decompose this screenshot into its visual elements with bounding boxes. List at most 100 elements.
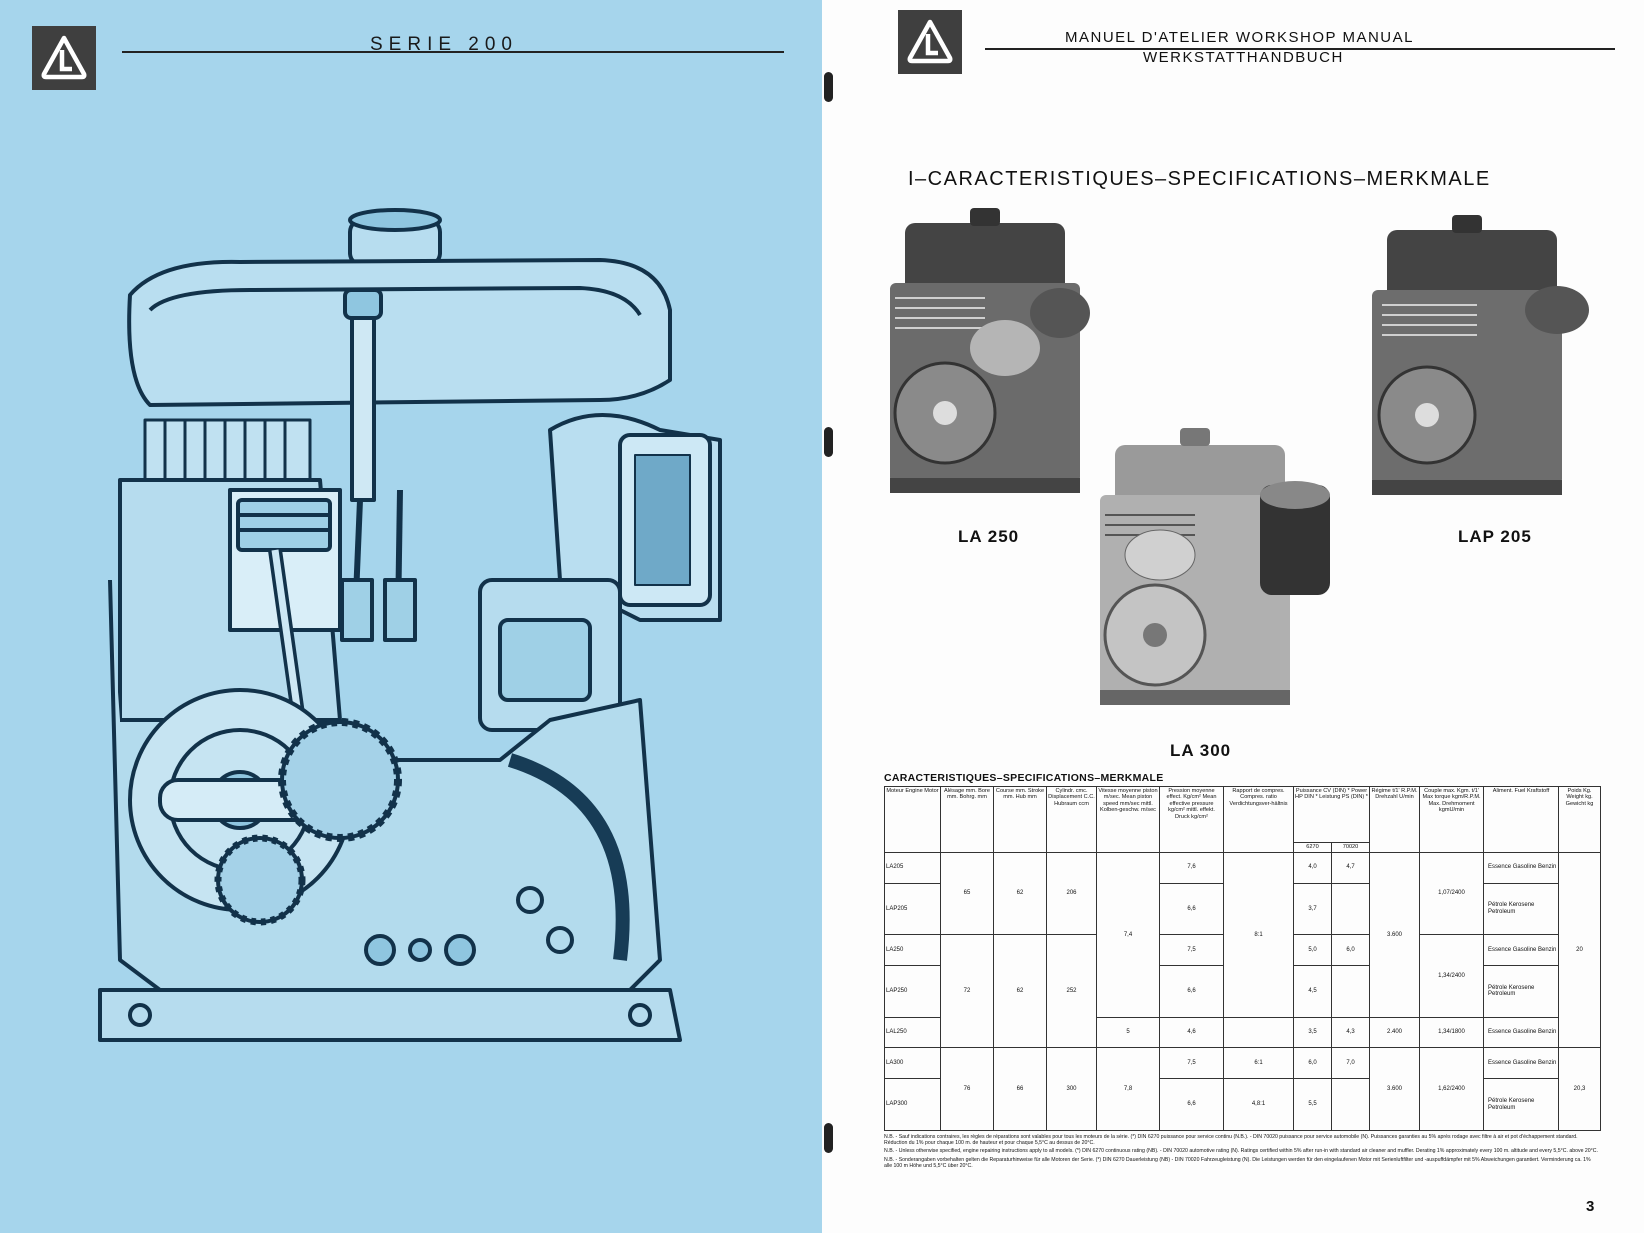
power-70020-cell xyxy=(1330,882,1371,936)
fuel-cell: Essence Gasoline Benzin xyxy=(1483,1016,1560,1049)
power-70020-cell: 7,0 xyxy=(1330,1047,1371,1080)
header-rule xyxy=(985,48,1615,50)
power-6270-cell: 5,0 xyxy=(1293,934,1332,967)
col-header-fuel: Aliment. Fuel Kraftstoff xyxy=(1483,786,1560,853)
pressure-cell: 6,6 xyxy=(1159,882,1224,936)
left-page: SERIE 200 xyxy=(0,0,822,1233)
weight-cell: 20 xyxy=(1558,851,1602,1049)
col-header-stroke: Course mm. Stroke mm. Hub mm xyxy=(993,786,1047,853)
fuel-cell: Pétrole Kerosene Petroleum xyxy=(1483,1078,1560,1131)
lombardini-logo xyxy=(898,10,962,74)
footnote-de: N.B. - Sonderangaben vorbehalten gelten … xyxy=(884,1156,1591,1169)
displacement-cell: 300 xyxy=(1046,1047,1097,1131)
section-title: I–CARACTERISTIQUES–SPECIFICATIONS–MERKMA… xyxy=(908,168,1491,190)
col-header-engine: Moteur Engine Motor xyxy=(884,786,941,853)
col-header-torque: Couple max. Kgm. t/1' Max torque kgm/R.P… xyxy=(1419,786,1485,853)
header-subtitle: WERKSTATTHANDBUCH xyxy=(1143,49,1344,66)
bore-cell: 72 xyxy=(940,934,994,1049)
binder-hole xyxy=(824,1123,833,1153)
weight-cell: 20,3 xyxy=(1558,1047,1602,1131)
binder-hole xyxy=(824,72,833,102)
header-title: MANUEL D'ATELIER WORKSHOP MANUAL xyxy=(1065,29,1414,46)
model-cell: LAP250 xyxy=(884,965,941,1018)
pressure-cell: 7,6 xyxy=(1159,852,1224,884)
rpm-cell: 3.600 xyxy=(1369,852,1421,1018)
table-row: LAL250 5 4,6 3,5 4,3 2.400 1,34/1800 Ess… xyxy=(884,1016,1601,1049)
ratio-cell xyxy=(1223,1016,1294,1049)
lombardini-logo xyxy=(32,26,96,90)
stroke-cell: 62 xyxy=(993,851,1047,936)
model-cell: LA300 xyxy=(884,1047,941,1080)
power-6270-cell: 5,5 xyxy=(1293,1078,1332,1131)
engine-cutaway-illustration xyxy=(98,208,722,1042)
model-cell: LAP205 xyxy=(884,882,941,936)
pressure-cell: 7,5 xyxy=(1159,1047,1224,1080)
piston-speed-cell: 7,8 xyxy=(1096,1047,1160,1131)
table-row: LAP300 6,6 4,8:1 5,5 Pétrole Kerosene Pe… xyxy=(884,1078,1601,1131)
ratio-cell: 8:1 xyxy=(1223,852,1294,1018)
fuel-cell: Pétrole Kerosene Petroleum xyxy=(1483,965,1560,1018)
col-header-ratio: Rapport de compres. Compres. ratio Verdi… xyxy=(1223,786,1294,853)
ratio-cell: 6:1 xyxy=(1223,1047,1294,1080)
pressure-cell: 6,6 xyxy=(1159,1078,1224,1131)
engine-photo-lap205 xyxy=(1372,215,1589,495)
engine-photo-la250 xyxy=(890,208,1090,493)
specifications-table: Moteur Engine Motor Alésage mm. Bore mm.… xyxy=(884,786,1602,1131)
header-rule xyxy=(122,51,784,53)
model-cell: LAL250 xyxy=(884,1016,941,1049)
col-header-weight: Poids Kg. Weight kg. Gewicht kg xyxy=(1558,786,1602,853)
power-70020-cell: 4,7 xyxy=(1330,852,1371,884)
pressure-cell: 7,5 xyxy=(1159,934,1224,967)
power-70020-cell: 4,3 xyxy=(1330,1016,1371,1049)
binder-hole xyxy=(824,427,833,457)
footnotes: N.B. - Sauf indications contraires, les … xyxy=(884,1134,1600,1171)
model-cell: LA205 xyxy=(884,852,941,884)
table-row: LA300 76 66 300 7,8 7,5 6:1 6,0 7,0 3.60… xyxy=(884,1047,1602,1131)
pressure-cell: 6,6 xyxy=(1159,965,1224,1018)
stroke-cell: 66 xyxy=(993,1047,1047,1131)
table-row: LAP250 6,6 4,5 Pétrole Kerosene Petroleu… xyxy=(884,965,1601,1018)
model-cell: LAP300 xyxy=(884,1078,941,1131)
power-6270-cell: 3,5 xyxy=(1293,1016,1332,1049)
fuel-cell: Essence Gasoline Benzin xyxy=(1483,1047,1560,1080)
footnote-fr: N.B. - Sauf indications contraires, les … xyxy=(884,1134,1578,1147)
col-header-piston-speed: Vitesse moyenne piston m/sec. Mean pisto… xyxy=(1096,786,1160,853)
piston-speed-cell: 7,4 xyxy=(1096,852,1160,1018)
fuel-cell: Essence Gasoline Benzin xyxy=(1483,934,1560,967)
power-70020-cell: 6,0 xyxy=(1330,934,1371,967)
displacement-cell: 206 xyxy=(1046,851,1097,936)
table-row: LA250 72 62 252 7,5 5,0 6,0 1,34/2400 Es… xyxy=(884,934,1601,1049)
model-cell: LA250 xyxy=(884,934,941,967)
rpm-cell: 3.600 xyxy=(1369,1047,1421,1131)
torque-cell: 1,34/2400 xyxy=(1419,934,1485,1018)
power-6270-cell: 4,5 xyxy=(1293,965,1332,1018)
bore-cell: 65 xyxy=(940,851,994,936)
power-6270-cell: 3,7 xyxy=(1293,882,1332,936)
table-header-row: Moteur Engine Motor Alésage mm. Bore mm.… xyxy=(884,786,1602,853)
fuel-cell: Pétrole Kerosene Petroleum xyxy=(1483,882,1560,936)
piston-speed-cell: 5 xyxy=(1096,1016,1160,1049)
table-row: LAP205 6,6 3,7 Pétrole Kerosene Petroleu… xyxy=(884,882,1601,936)
displacement-cell: 252 xyxy=(1046,934,1097,1049)
pressure-cell: 4,6 xyxy=(1159,1016,1224,1049)
col-subheader-70020: 70020 xyxy=(1330,842,1371,853)
table-row: LA205 65 62 206 7,4 7,6 8:1 4,0 4,7 3.60… xyxy=(884,851,1602,1049)
power-6270-cell: 6,0 xyxy=(1293,1047,1332,1080)
engine-photo-la300 xyxy=(1100,428,1330,705)
logo-triangle-icon xyxy=(907,19,953,64)
torque-cell: 1,34/1800 xyxy=(1419,1016,1485,1049)
power-70020-cell xyxy=(1330,1078,1371,1131)
col-header-bore: Alésage mm. Bore mm. Bohrg. mm xyxy=(940,786,994,853)
series-title: SERIE 200 xyxy=(370,34,518,55)
power-70020-cell xyxy=(1330,965,1371,1018)
logo-triangle-icon xyxy=(41,35,87,80)
table-title: CARACTERISTIQUES–SPECIFICATIONS–MERKMALE xyxy=(884,772,1164,784)
col-header-rpm: Régime t/1' R.P.M. Drehzahl U/min xyxy=(1369,786,1421,853)
engine-label-lap205: LAP 205 xyxy=(1458,527,1532,546)
power-6270-cell: 4,0 xyxy=(1293,852,1332,884)
stroke-cell: 62 xyxy=(993,934,1047,1049)
page-number: 3 xyxy=(1586,1198,1595,1215)
engine-label-la250: LA 250 xyxy=(958,527,1020,546)
rpm-cell: 2.400 xyxy=(1369,1016,1421,1049)
col-subheader-6270: 6270 xyxy=(1293,842,1332,853)
